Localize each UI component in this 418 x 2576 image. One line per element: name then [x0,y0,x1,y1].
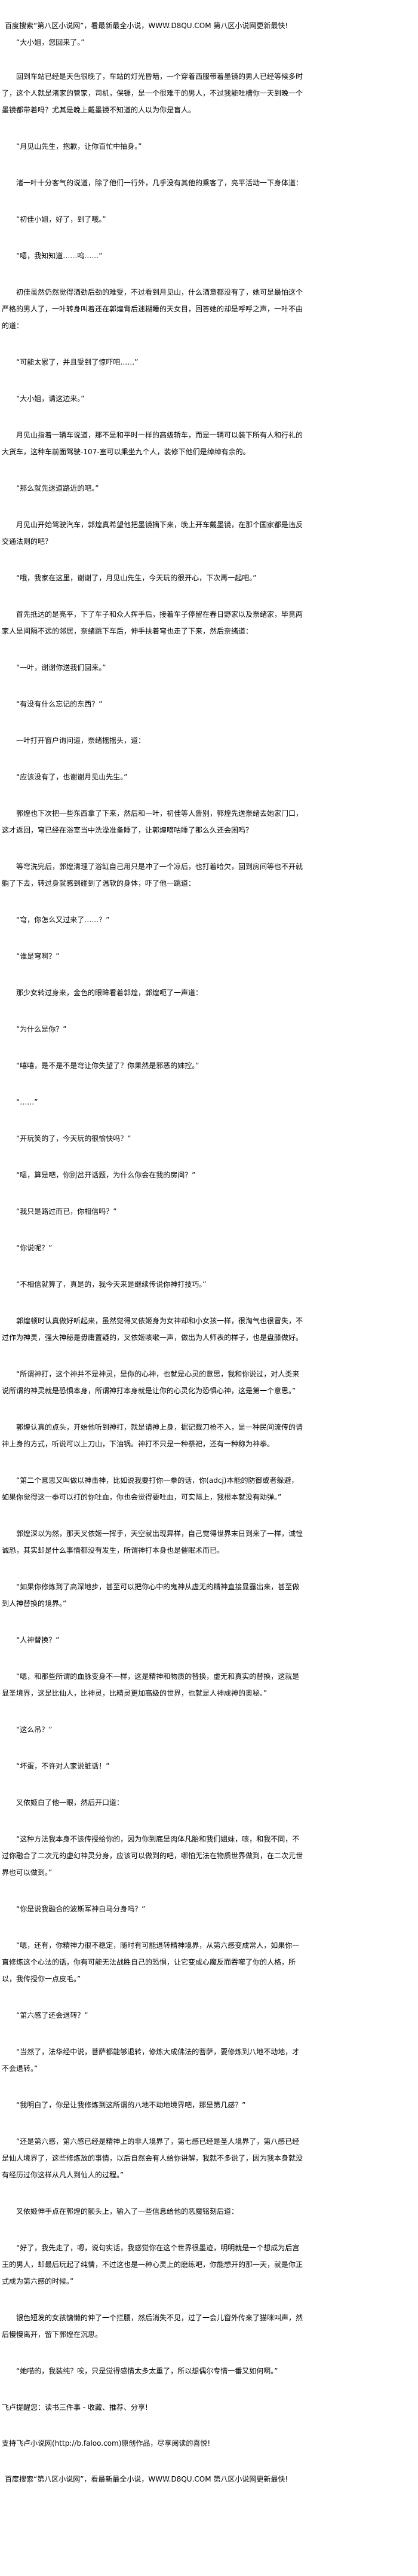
story-paragraph: “人神替换？” [16,1636,60,1644]
story-paragraph: “有没有什么忘记的东西？” [16,700,103,708]
story-paragraph: “还是第六感，第六感已经是精神上的非人境界了，第七感已经是圣人境界了，第八感已经… [2,2137,303,2179]
story-paragraph: 郭煌顿时认真做好听起来，虽然觉得叉依姬身为女神却和小女孩一样，很淘气也很冒失，不… [2,1317,303,1342]
story-paragraph: “那么就先送道路近的吧。” [16,484,99,492]
story-paragraph: “谁是穹啊？” [16,952,60,960]
story-body: “大小姐，您回来了。” 回到车站已经是天色很晚了，车站的灯光昏暗，一个穿着西服带着… [2,34,304,2379]
story-paragraph: “哦，我家在这里，谢谢了，月见山先生，今天玩的很开心，下次再一起吧。” [16,574,257,582]
story-paragraph: “嗯，和那些所谓的血脉变身不一样，这是精神和物质的替换，虚无和真实的替换，这就是… [2,1672,300,1697]
story-paragraph: “嗯，我知知道……呜……” [16,252,103,260]
story-paragraph: 首先抵达的是亮平，下了车子和众人挥手后，接着车子停留在春日野家以及奈绪家，毕竟两… [2,610,303,635]
site-banner-top: 百度搜索“第八区小说网”，看最新最全小说，WWW.D8QU.COM 第八区小说网… [5,22,288,30]
story-paragraph: 郭煌也下次把一些东西拿了下来，然后和一叶，初佳等人告别，郭煌先送奈绪去她家门口，… [2,809,303,834]
story-paragraph: “为什么是你？” [16,1025,67,1033]
story-paragraph: “我明白了，你是让我修炼到这所谓的八地不动地境界吧，那是第几感？” [16,2101,246,2109]
story-paragraph: 月见山开始驾驶汽车，郭煌真希望他把墨镜摘下来，晚上开车戴墨镜，在那个国家都是违反… [2,521,303,546]
site-banner-bottom: 百度搜索“第八区小说网”，看最新最全小说，WWW.D8QU.COM 第八区小说网… [5,2475,288,2483]
story-paragraph: 郭煌深以为然，那天叉依姬一挥手，天空就出现异样，自己觉得世界末日到来了一样，诚惶… [2,1529,303,1555]
story-paragraph: 银色短发的女孩慵懒的伸了一个拦腰，然后消失不见，过了一会儿窗外传来了猫咪叫声，然… [2,2314,303,2339]
story-paragraph: “嘻嘻，是不是不是穹让你失望了？你果然是邪恶的妹控。” [16,1061,199,1070]
story-paragraph: 月见山指着一辆车说道，那不是和平时一样的高级轿车，而是一辆可以装下所有人和行礼的… [2,431,303,456]
story-paragraph: “第六感了还会退转？” [16,2011,88,2020]
story-paragraph: “初佳小姐，好了，到了哦。” [16,215,106,224]
story-paragraph: 叉依姬白了他一眼，然后开口道： [16,1798,124,1807]
story-paragraph: “这种方法我本身不该传授给你的，因为你到底是肉体凡胎和我们姐妹，咳，和我不同，不… [2,1835,303,1877]
story-paragraph: “……” [16,1098,38,1106]
chapter-page: 百度搜索“第八区小说网”，看最新最全小说，WWW.D8QU.COM 第八区小说网… [2,22,304,2483]
story-paragraph: “开玩笑的了，今天玩的很愉快吗？” [16,1134,131,1143]
footer-support-link[interactable]: 支持飞卢小说网(http://b.faloo.com)原创作品，尽享阅读的喜悦! [2,2439,211,2447]
story-paragraph: 那少女转过身来，金色的眼眸看着郭煌，郭煌呃了一声道： [16,989,203,997]
story-paragraph: “如果你修炼到了高深地步，甚至可以把你心中的鬼神从虚无的精神直接显露出来，甚至做… [2,1583,300,1608]
story-paragraph: 初佳虽然仍然觉得酒劲后劲的难受，不过看到月见山，什么酒意都没有了，她可是最怕这个… [2,288,303,330]
story-paragraph: “大小姐，请这边来。” [16,394,85,403]
story-paragraph: “这么吊？” [16,1726,53,1734]
story-paragraph: “大小姐，您回来了。” [16,38,85,47]
story-paragraph: 郭煌认真的点头，开始他听到神打，就是请神上身，据记载刀枪不入，是一种民间流传的请… [2,1423,303,1448]
story-paragraph: “一叶，谢谢你送我们回来。” [16,663,106,672]
story-paragraph: “第二个意思又叫做以神击神，比如说我要打你一拳的话，你(adcj)本能的防御或者… [2,1476,299,1501]
story-paragraph: “坏蛋，不许对人家说脏话！” [16,1762,110,1770]
story-paragraph: “可能太累了，并且受到了惊吓吧……” [16,358,139,366]
story-paragraph: “穹，你怎么又过来了……？” [16,916,110,924]
story-paragraph: “她喵的，我装纯？唉，只是觉得感情太多太重了，所以想偶尔专情一番又如何啊。” [16,2367,278,2375]
story-paragraph: “应该没有了，也谢谢月见山先生。” [16,773,128,781]
story-paragraph: “嗯，算是吧，你别岔开话题，为什么你会在我的房间？” [16,1171,196,1179]
story-paragraph: “月见山先生，抱歉，让你百忙中抽身。” [16,142,142,151]
story-paragraph: “好了，我先走了，嗯，说句实话，我感觉你在这个世界很墨迹，明明就是一个想成为后宫… [2,2244,303,2286]
story-paragraph: “所谓神打，这个神并不是神灵，是你的心神，也就是心灵的意思，我和你说过，对人类来… [2,1370,300,1395]
story-paragraph: “不相信就算了，真是的，我今天来是继续传说你神打技巧。” [16,1280,207,1289]
story-paragraph: “你说呢？” [16,1244,53,1252]
story-paragraph: “当然了，法华经中说，菩萨都能够退转，修炼大成佛法的菩萨，要修炼到八地不动地，才… [2,2048,300,2073]
story-paragraph: 渚一叶十分客气的说道，除了他们一行外，几乎没有其他的乘客了，亮平活动一下身体道： [16,179,303,187]
story-paragraph: “你是说我融合的波斯军神白马分身吗？” [16,1905,146,1913]
story-paragraph: 等穹洗完后，郭煌清理了浴缸自己用只是冲了一个凉后，也打着哈欠，回到房间等也不开就… [2,862,303,888]
story-paragraph: “嗯，还有，你精神力很不稳定，随时有可能退转精神境界，从第六感变成常人，如果你一… [2,1941,300,1983]
story-paragraph: 叉依姬伸手点在郭煌的额头上，输入了一些信息给他的恶魔铭刻后道： [16,2207,239,2216]
story-paragraph: “我只是路过而已，你相信吗？” [16,1207,117,1216]
footer-reminder: 飞卢提醒您：读书三件事 - 收藏、推荐、分享! [2,2403,148,2412]
story-paragraph: 回到车站已经是天色很晚了，车站的灯光昏暗，一个穿着西服带着墨镜的男人已经等候多时… [2,72,303,114]
story-paragraph: 一叶打开窗户询问道，奈绪摇摇头，道： [16,736,146,745]
